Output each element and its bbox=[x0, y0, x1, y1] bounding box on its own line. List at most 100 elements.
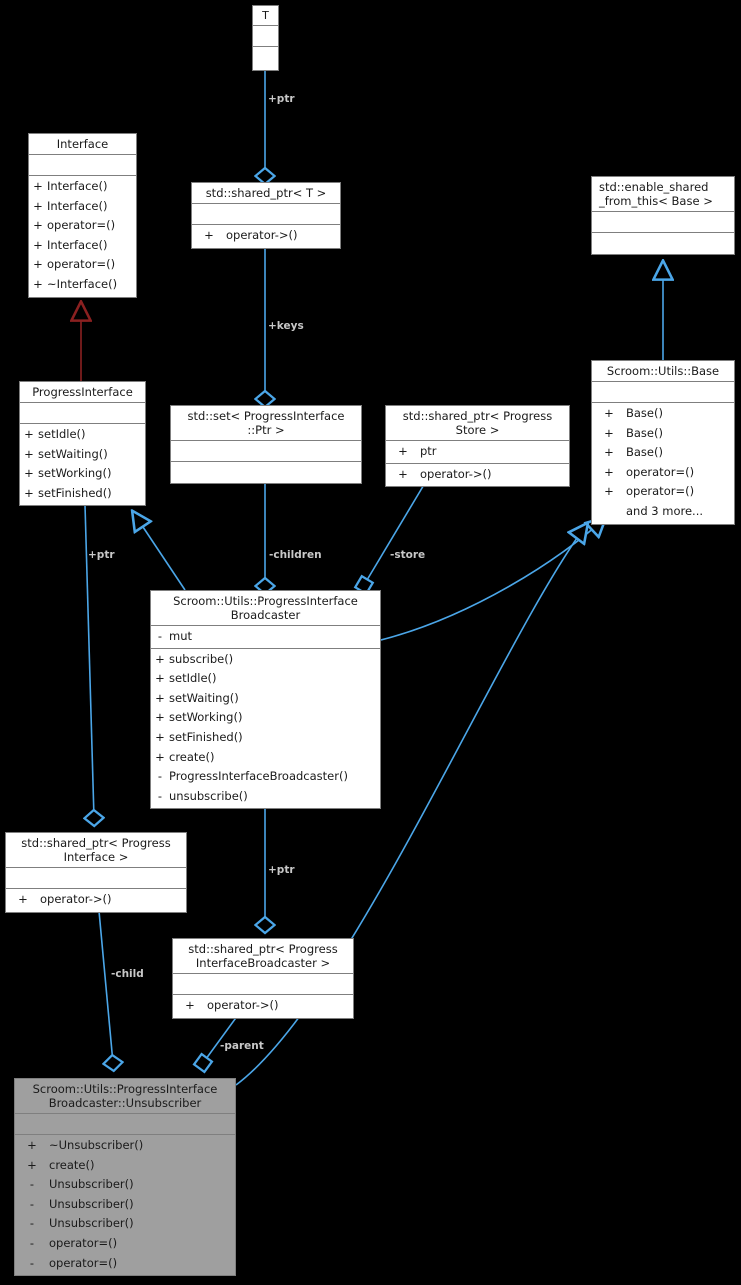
member-visibility: + bbox=[155, 671, 165, 686]
member-label: operator=() bbox=[47, 218, 116, 233]
class-methods-interface: + Interface() + Interface() + operator=(… bbox=[29, 176, 136, 297]
member-label: subscribe() bbox=[169, 651, 234, 666]
class-box-scroom-utils-base[interactable]: Scroom::Utils::Base + Base() + Base() + … bbox=[591, 360, 735, 525]
member-row: + setIdle() bbox=[20, 425, 145, 445]
member-visibility: + bbox=[18, 892, 28, 906]
member-visibility: - bbox=[157, 629, 163, 643]
member-label: operator->() bbox=[207, 998, 279, 1012]
member-row: + setWorking() bbox=[20, 464, 145, 484]
edge-label-keys: +keys bbox=[268, 320, 304, 332]
class-box-enable-shared-from-this[interactable]: std::enable_shared _from_this< Base > bbox=[591, 176, 735, 255]
member-row: + setWaiting() bbox=[151, 689, 380, 709]
member-label: Unsubscriber() bbox=[49, 1196, 134, 1211]
class-methods-t bbox=[253, 47, 278, 68]
member-visibility: + bbox=[24, 485, 34, 500]
member-row: and 3 more... bbox=[592, 502, 734, 522]
member-row: + Base() bbox=[592, 443, 734, 463]
class-title-shared-ptr-t: std::shared_ptr< T > bbox=[192, 183, 340, 204]
class-title-unsubscriber: Scroom::Utils::ProgressInterface Broadca… bbox=[15, 1079, 235, 1114]
member-visibility: - bbox=[29, 1235, 35, 1250]
member-row: + setWorking() bbox=[151, 708, 380, 728]
class-methods-unsubscriber: + ~Unsubscriber() + create() - Unsubscri… bbox=[15, 1135, 235, 1275]
class-title-shared-ptr-progress-interface: std::shared_ptr< Progress Interface > bbox=[6, 833, 186, 868]
class-box-shared-ptr-t[interactable]: std::shared_ptr< T > + operator->() bbox=[191, 182, 341, 249]
class-title-scroom-utils-base: Scroom::Utils::Base bbox=[592, 361, 734, 382]
member-visibility: + bbox=[604, 445, 614, 460]
member-visibility: - bbox=[29, 1177, 35, 1192]
member-visibility: + bbox=[604, 406, 614, 420]
member-visibility: - bbox=[29, 1216, 35, 1231]
member-visibility: + bbox=[155, 690, 165, 705]
class-title-t: T bbox=[253, 6, 278, 26]
class-attrs-progress-interface-broadcaster: - mut bbox=[151, 626, 380, 649]
member-visibility: + bbox=[33, 179, 43, 193]
class-attrs-shared-ptr-progress-interface bbox=[6, 868, 186, 889]
member-label: Interface() bbox=[47, 237, 108, 252]
member-row: - ProgressInterfaceBroadcaster() bbox=[151, 767, 380, 787]
member-row: + Interface() bbox=[29, 236, 136, 256]
member-label: Unsubscriber() bbox=[49, 1177, 134, 1192]
member-label: mut bbox=[169, 629, 192, 643]
class-attrs-enable-shared-from-this bbox=[592, 212, 734, 233]
member-label: Interface() bbox=[47, 198, 108, 213]
member-label: Base() bbox=[626, 445, 663, 460]
class-methods-shared-ptr-t: + operator->() bbox=[192, 225, 340, 248]
member-visibility: + bbox=[155, 749, 165, 764]
member-label: setFinished() bbox=[169, 729, 243, 744]
class-box-progress-interface-broadcaster[interactable]: Scroom::Utils::ProgressInterface Broadca… bbox=[150, 590, 381, 810]
member-row: + ~Unsubscriber() bbox=[15, 1136, 235, 1156]
member-row: + operator=() bbox=[592, 463, 734, 483]
member-row: + operator->() bbox=[6, 890, 186, 910]
member-row: + setFinished() bbox=[20, 484, 145, 504]
member-label: ~Interface() bbox=[47, 276, 118, 291]
member-visibility: + bbox=[185, 998, 195, 1012]
class-box-shared-ptr-progress-store[interactable]: std::shared_ptr< Progress Store > + ptr … bbox=[385, 405, 570, 488]
member-visibility: + bbox=[398, 444, 408, 458]
member-visibility: + bbox=[155, 651, 165, 666]
member-row: - Unsubscriber() bbox=[15, 1175, 235, 1195]
class-box-t[interactable]: T bbox=[252, 5, 279, 71]
member-label: operator->() bbox=[420, 466, 492, 481]
member-row: + operator->() bbox=[173, 996, 353, 1016]
class-attrs-shared-ptr-progress-store: + ptr bbox=[386, 441, 569, 464]
edge-broadcaster-inherits-base bbox=[380, 518, 605, 641]
member-row: + setIdle() bbox=[151, 669, 380, 689]
member-row: + Interface() bbox=[29, 177, 136, 197]
class-attrs-t bbox=[253, 26, 278, 47]
member-visibility: + bbox=[155, 710, 165, 725]
member-label: setWorking() bbox=[169, 710, 243, 725]
member-visibility: + bbox=[33, 257, 43, 272]
member-row: + create() bbox=[151, 748, 380, 768]
class-title-progress-interface-broadcaster: Scroom::Utils::ProgressInterface Broadca… bbox=[151, 591, 380, 626]
member-label: setWaiting() bbox=[169, 690, 239, 705]
class-attrs-progress-interface bbox=[20, 403, 145, 424]
class-box-shared-ptr-progress-interface[interactable]: std::shared_ptr< Progress Interface > + … bbox=[5, 832, 187, 913]
member-visibility: + bbox=[204, 228, 214, 242]
member-visibility: + bbox=[33, 198, 43, 213]
edge-progressstore-to-broadcaster-store bbox=[353, 482, 426, 596]
member-label: operator->() bbox=[226, 228, 298, 242]
class-box-set-progress-interface-ptr[interactable]: std::set< ProgressInterface ::Ptr > bbox=[170, 405, 362, 484]
member-visibility bbox=[592, 502, 626, 522]
edge-label-store: -store bbox=[390, 549, 426, 561]
member-label: setIdle() bbox=[38, 427, 86, 441]
class-methods-progress-interface: + setIdle() + setWaiting() + setWorking(… bbox=[20, 424, 145, 505]
member-label: setWorking() bbox=[38, 466, 112, 481]
member-label: unsubscribe() bbox=[169, 788, 248, 803]
class-box-shared-ptr-broadcaster[interactable]: std::shared_ptr< Progress InterfaceBroad… bbox=[172, 938, 354, 1019]
class-attrs-interface bbox=[29, 155, 136, 176]
member-row: + operator->() bbox=[192, 226, 340, 246]
member-row: - Unsubscriber() bbox=[15, 1195, 235, 1215]
member-label: operator=() bbox=[626, 464, 695, 479]
class-box-unsubscriber[interactable]: Scroom::Utils::ProgressInterface Broadca… bbox=[14, 1078, 236, 1277]
class-box-progress-interface[interactable]: ProgressInterface + setIdle() + setWaiti… bbox=[19, 381, 146, 507]
member-row: + setWaiting() bbox=[20, 445, 145, 465]
edge-label-children: -children bbox=[269, 549, 322, 561]
class-methods-progress-interface-broadcaster: + subscribe() + setIdle() + setWaiting()… bbox=[151, 649, 380, 809]
class-attrs-unsubscriber bbox=[15, 1114, 235, 1135]
member-label: and 3 more... bbox=[626, 503, 704, 518]
member-row: - Unsubscriber() bbox=[15, 1214, 235, 1234]
class-box-interface[interactable]: Interface + Interface() + Interface() + … bbox=[28, 133, 137, 298]
member-visibility: + bbox=[24, 446, 34, 461]
